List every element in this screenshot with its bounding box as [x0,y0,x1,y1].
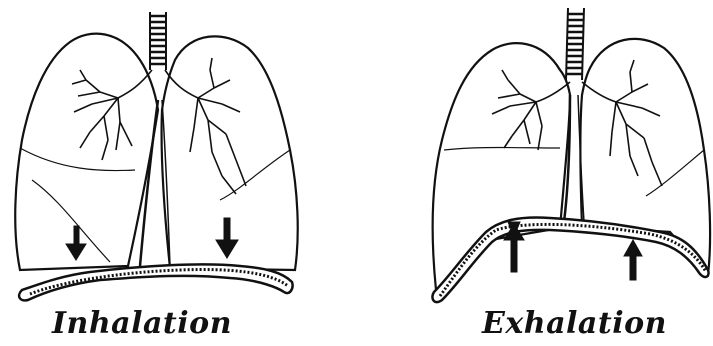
left-bronchial-tree [72,70,152,160]
inhalation-caption: Inhalation [52,306,232,341]
right-bronchial-tree [165,58,246,194]
left-lung [15,34,158,270]
exhalation-panel: Exhalation [420,0,713,346]
exhalation-lungs-illustration [420,0,713,300]
inhalation-lungs-illustration [0,0,310,300]
inhalation-panel: Inhalation [0,0,310,346]
left-bronchial-tree [492,70,570,150]
arrow-down-right [216,218,238,258]
arrow-up-right [624,240,642,280]
exhalation-caption: Exhalation [482,306,667,341]
left-lung [433,43,570,290]
trachea [566,8,584,80]
diaphragm-domed [432,218,708,303]
trachea [150,12,166,70]
right-bronchial-tree [582,60,662,186]
